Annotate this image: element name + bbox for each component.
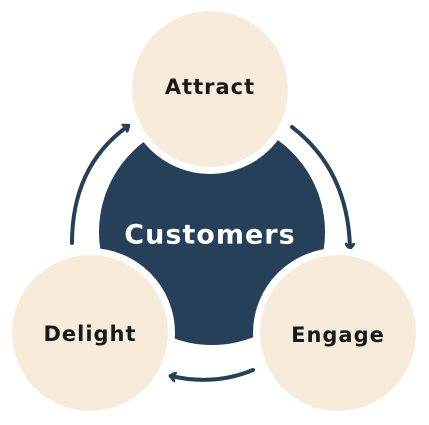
arrow-attract-to-engage xyxy=(290,125,350,248)
arrow-engage-to-delight xyxy=(171,368,255,380)
stage-attract xyxy=(125,4,295,174)
center-label: Customers xyxy=(124,220,295,251)
stage-label-delight: Delight xyxy=(43,322,136,346)
stage-delight xyxy=(5,248,175,418)
stage-label-attract: Attract xyxy=(165,75,255,99)
stage-label-engage: Engage xyxy=(291,323,385,347)
stage-engage xyxy=(253,248,423,418)
arrow-delight-to-attract xyxy=(70,126,128,245)
